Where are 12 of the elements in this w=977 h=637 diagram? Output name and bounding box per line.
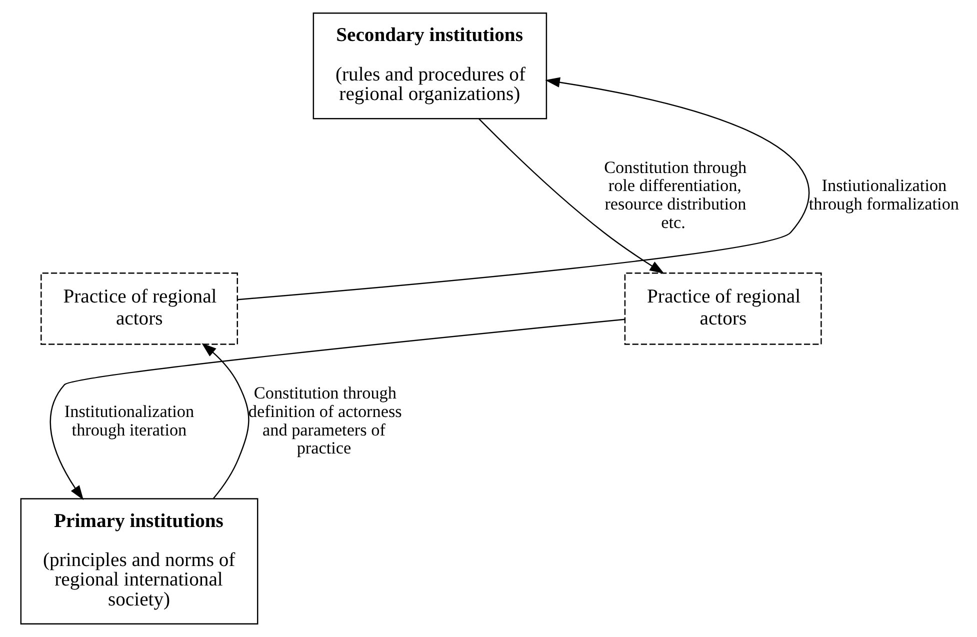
edge-label: Constitution through definition of actorness and parameters of practice xyxy=(248,383,402,458)
edge-label: Constitution through role differentiation, resource distribution etc. xyxy=(604,158,747,232)
node-box: Secondary institutions (rules and procedures of regional organizations) xyxy=(312,12,548,120)
edge-label: Instiutionalization through formalization xyxy=(808,176,959,214)
node-box: Primary institutions (principles and norms of regional international society) xyxy=(20,498,258,624)
node-box: Practice of regional actors xyxy=(624,272,822,345)
arrow xyxy=(202,343,250,499)
arrow xyxy=(50,318,625,500)
arrow xyxy=(238,77,809,300)
arrow xyxy=(478,118,664,274)
edge-label: Institutionalization through iteration xyxy=(64,402,194,440)
node-box: Practice of regional actors xyxy=(40,272,238,345)
